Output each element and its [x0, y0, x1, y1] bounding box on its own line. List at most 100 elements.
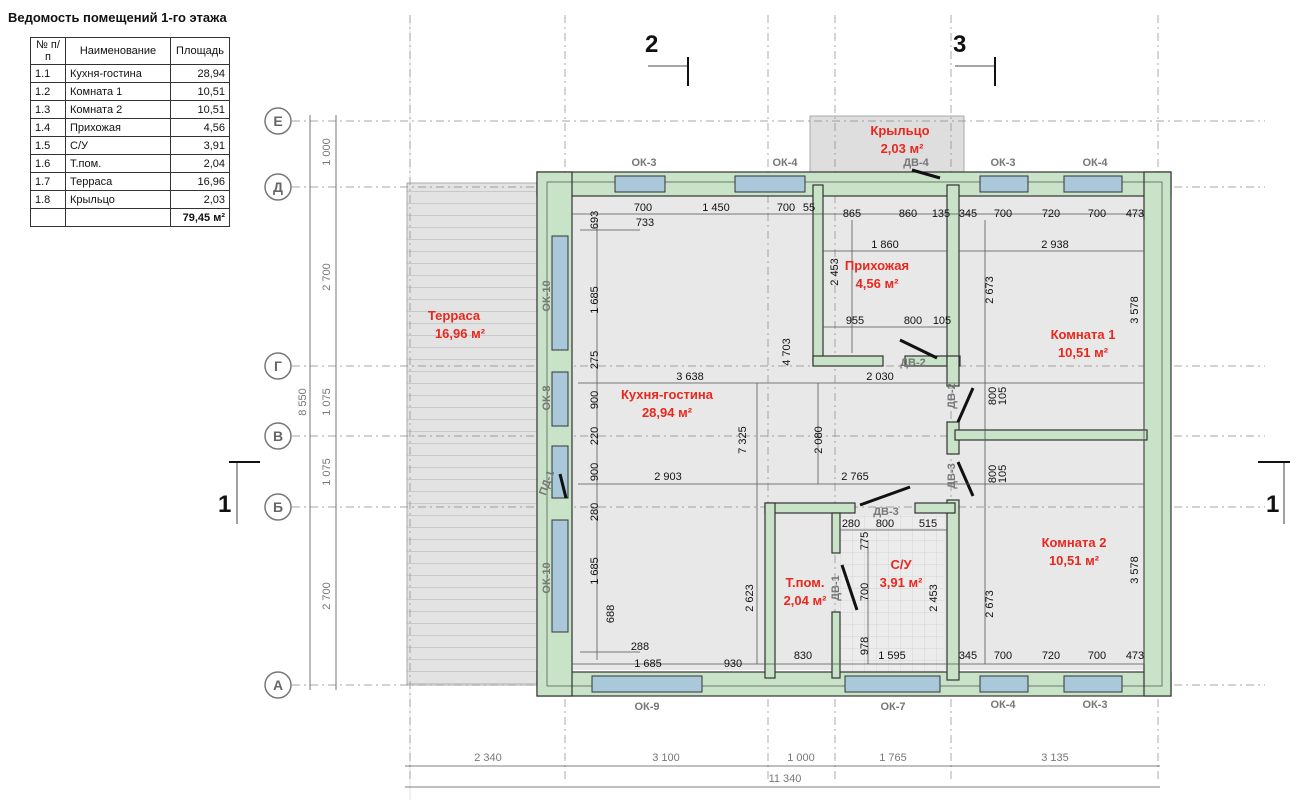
- dim-botin-2: 930: [724, 658, 742, 670]
- room-area-porch: 2,03 м²: [881, 141, 925, 156]
- dim-botin-5: 345: [959, 650, 977, 662]
- svg-text:2 938: 2 938: [1041, 239, 1069, 251]
- svg-text:688: 688: [605, 605, 617, 623]
- table-total-row: 79,45 м²: [30, 208, 230, 227]
- axis-label-v: В: [273, 428, 283, 444]
- svg-text:955: 955: [846, 315, 864, 327]
- total-area: 79,45 м²: [170, 208, 230, 227]
- door-label: ДВ-2: [900, 357, 926, 369]
- interior-dimension-texts: 693 733 1 860 2 938 955 800 105 2 453 2 …: [589, 211, 1141, 655]
- dim-bottom-3: 1 000: [787, 752, 815, 764]
- axis-label-e: Е: [273, 113, 282, 129]
- axis-label-g: Г: [274, 358, 282, 374]
- row-num: 1.1: [30, 64, 66, 83]
- svg-text:2 453: 2 453: [928, 584, 940, 612]
- dim-top-6: 860: [899, 208, 917, 220]
- svg-text:515: 515: [919, 518, 937, 530]
- room-name-room1: Комната 1: [1051, 327, 1116, 342]
- svg-text:2 623: 2 623: [744, 584, 756, 612]
- window-label: ОК-10: [541, 562, 553, 593]
- svg-text:775: 775: [859, 532, 871, 550]
- svg-text:288: 288: [631, 641, 649, 653]
- svg-text:1 685: 1 685: [589, 286, 601, 314]
- dim-bottom-1: 2 340: [474, 752, 502, 764]
- dim-top-8: 345: [959, 208, 977, 220]
- dim-botin-7: 720: [1042, 650, 1060, 662]
- window-label: ОК-9: [634, 701, 659, 713]
- room-area-room2: 10,51 м²: [1049, 553, 1100, 568]
- room-name-hall: Прихожая: [845, 258, 909, 273]
- svg-text:3 638: 3 638: [676, 371, 704, 383]
- section-1-left-label: 1: [218, 491, 231, 518]
- axis-label-b: Б: [273, 499, 283, 515]
- dim-bottom-total: 11 340: [769, 773, 802, 785]
- dim-top-3: 700: [777, 202, 795, 214]
- room-name-room2: Комната 2: [1042, 535, 1107, 550]
- svg-text:733: 733: [636, 217, 654, 229]
- room-name-kitchen: Кухня-гостина: [621, 387, 714, 402]
- room-name-terrace: Терраса: [428, 308, 481, 323]
- inner-bottom-dimensions: 1 685 930 830 1 595 345 700 720 700 473: [572, 650, 1144, 670]
- dim-top-11: 700: [1088, 208, 1106, 220]
- svg-text:800: 800: [904, 315, 922, 327]
- row-num: 1.3: [30, 100, 66, 119]
- section-markers: 2 3 1 1: [218, 31, 1290, 524]
- svg-text:280: 280: [589, 503, 601, 521]
- svg-text:2 453: 2 453: [829, 258, 841, 286]
- dim-top-7: 135: [932, 208, 950, 220]
- room-area-terrace: 16,96 м²: [435, 326, 486, 341]
- dim-top-4: 55: [803, 202, 815, 214]
- svg-text:3 578: 3 578: [1129, 296, 1141, 324]
- axis-bubbles: Е Д Г В Б А: [264, 107, 292, 699]
- window-label: ОК-4: [1082, 157, 1108, 169]
- svg-text:2 903: 2 903: [654, 471, 682, 483]
- section-2-label: 2: [645, 31, 658, 58]
- room-area-tech: 2,04 м²: [784, 593, 828, 608]
- svg-text:800: 800: [876, 518, 894, 530]
- dim-left-3: 1 075: [321, 388, 333, 416]
- dim-left-1: 1 000: [321, 138, 333, 166]
- dim-bottom-4: 1 765: [879, 752, 907, 764]
- dim-left-4: 1 075: [321, 458, 333, 486]
- dim-top-12: 473: [1126, 208, 1144, 220]
- svg-text:105: 105: [933, 315, 951, 327]
- door-label: ДВ-3: [946, 463, 958, 489]
- interior-dimension-lines: [578, 220, 1145, 664]
- window-label: ОК-8: [541, 385, 553, 410]
- svg-text:693: 693: [589, 211, 601, 229]
- dim-botin-4: 1 595: [878, 650, 906, 662]
- dim-left-5: 2 700: [321, 582, 333, 610]
- dim-left-2: 2 700: [321, 263, 333, 291]
- room-area-hall: 4,56 м²: [856, 276, 900, 291]
- svg-text:2 673: 2 673: [984, 276, 996, 304]
- svg-text:4 703: 4 703: [781, 338, 793, 366]
- svg-text:105: 105: [997, 387, 1009, 405]
- svg-text:275: 275: [589, 351, 601, 369]
- dim-botin-3: 830: [794, 650, 812, 662]
- terrace-floor: [406, 182, 538, 686]
- dim-top-5: 865: [843, 208, 861, 220]
- svg-text:978: 978: [859, 637, 871, 655]
- dim-botin-8: 700: [1088, 650, 1106, 662]
- svg-text:220: 220: [589, 427, 601, 445]
- dim-bottom-2: 3 100: [652, 752, 680, 764]
- left-dimension-chain: 1 000 2 700 1 075 1 075 2 700 8 550: [297, 115, 337, 690]
- axis-label-a: А: [273, 677, 283, 693]
- window-label: ОК-10: [541, 280, 553, 311]
- bathroom-floor: [840, 515, 944, 680]
- door-label: ДВ-1: [830, 575, 842, 601]
- window-label: ОК-4: [772, 157, 798, 169]
- table-header-row: № п/п Наименование Площадь: [30, 37, 230, 65]
- dim-top-2: 1 450: [702, 202, 730, 214]
- row-name: Прихожая: [65, 118, 171, 137]
- svg-text:900: 900: [589, 463, 601, 481]
- window-label: ОК-7: [880, 701, 905, 713]
- svg-text:2 080: 2 080: [813, 426, 825, 454]
- dim-botin-6: 700: [994, 650, 1012, 662]
